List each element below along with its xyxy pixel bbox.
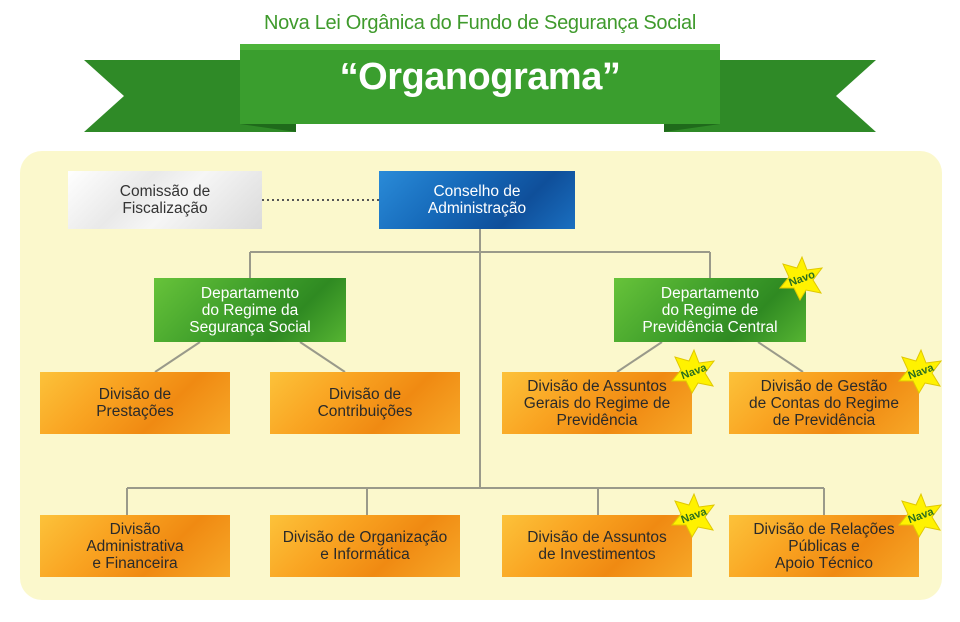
div-gestao-contas-box: Divisão de Gestão de Contas do Regime de… [729,372,919,434]
conselho-administracao-box: Conselho de Administração [379,171,575,229]
new-star-badge: Nava [897,492,945,538]
new-star-badge: Navo [778,255,826,301]
title-ribbon [84,44,876,132]
div-assuntos-gerais-box: Divisão de Assuntos Gerais do Regime de … [502,372,692,434]
page-title: “Organograma” [339,56,621,98]
div-organizacao-box: Divisão de Organização e Informática [270,515,460,577]
div-investimentos-box: Divisão de Assuntos de Investimentos [502,515,692,577]
header-subtitle: Nova Lei Orgânica do Fundo de Segurança … [263,12,697,34]
div-contribuicoes-box: Divisão de Contribuições [270,372,460,434]
new-star-badge: Nava [670,492,718,538]
new-star-badge: Nava [897,348,945,394]
div-relacoes-publicas-box: Divisão de Relações Públicas e Apoio Téc… [729,515,919,577]
dept-seguranca-social-box: Departamento do Regime da Segurança Soci… [154,278,346,342]
div-prestacoes-box: Divisão de Prestações [40,372,230,434]
div-administrativa-box: Divisão Administrativa e Financeira [40,515,230,577]
dept-previdencia-central-box: Departamento do Regime de Previdência Ce… [614,278,806,342]
comissao-fiscalizacao-box: Comissão de Fiscalização [68,171,262,229]
new-star-badge: Nava [670,348,718,394]
